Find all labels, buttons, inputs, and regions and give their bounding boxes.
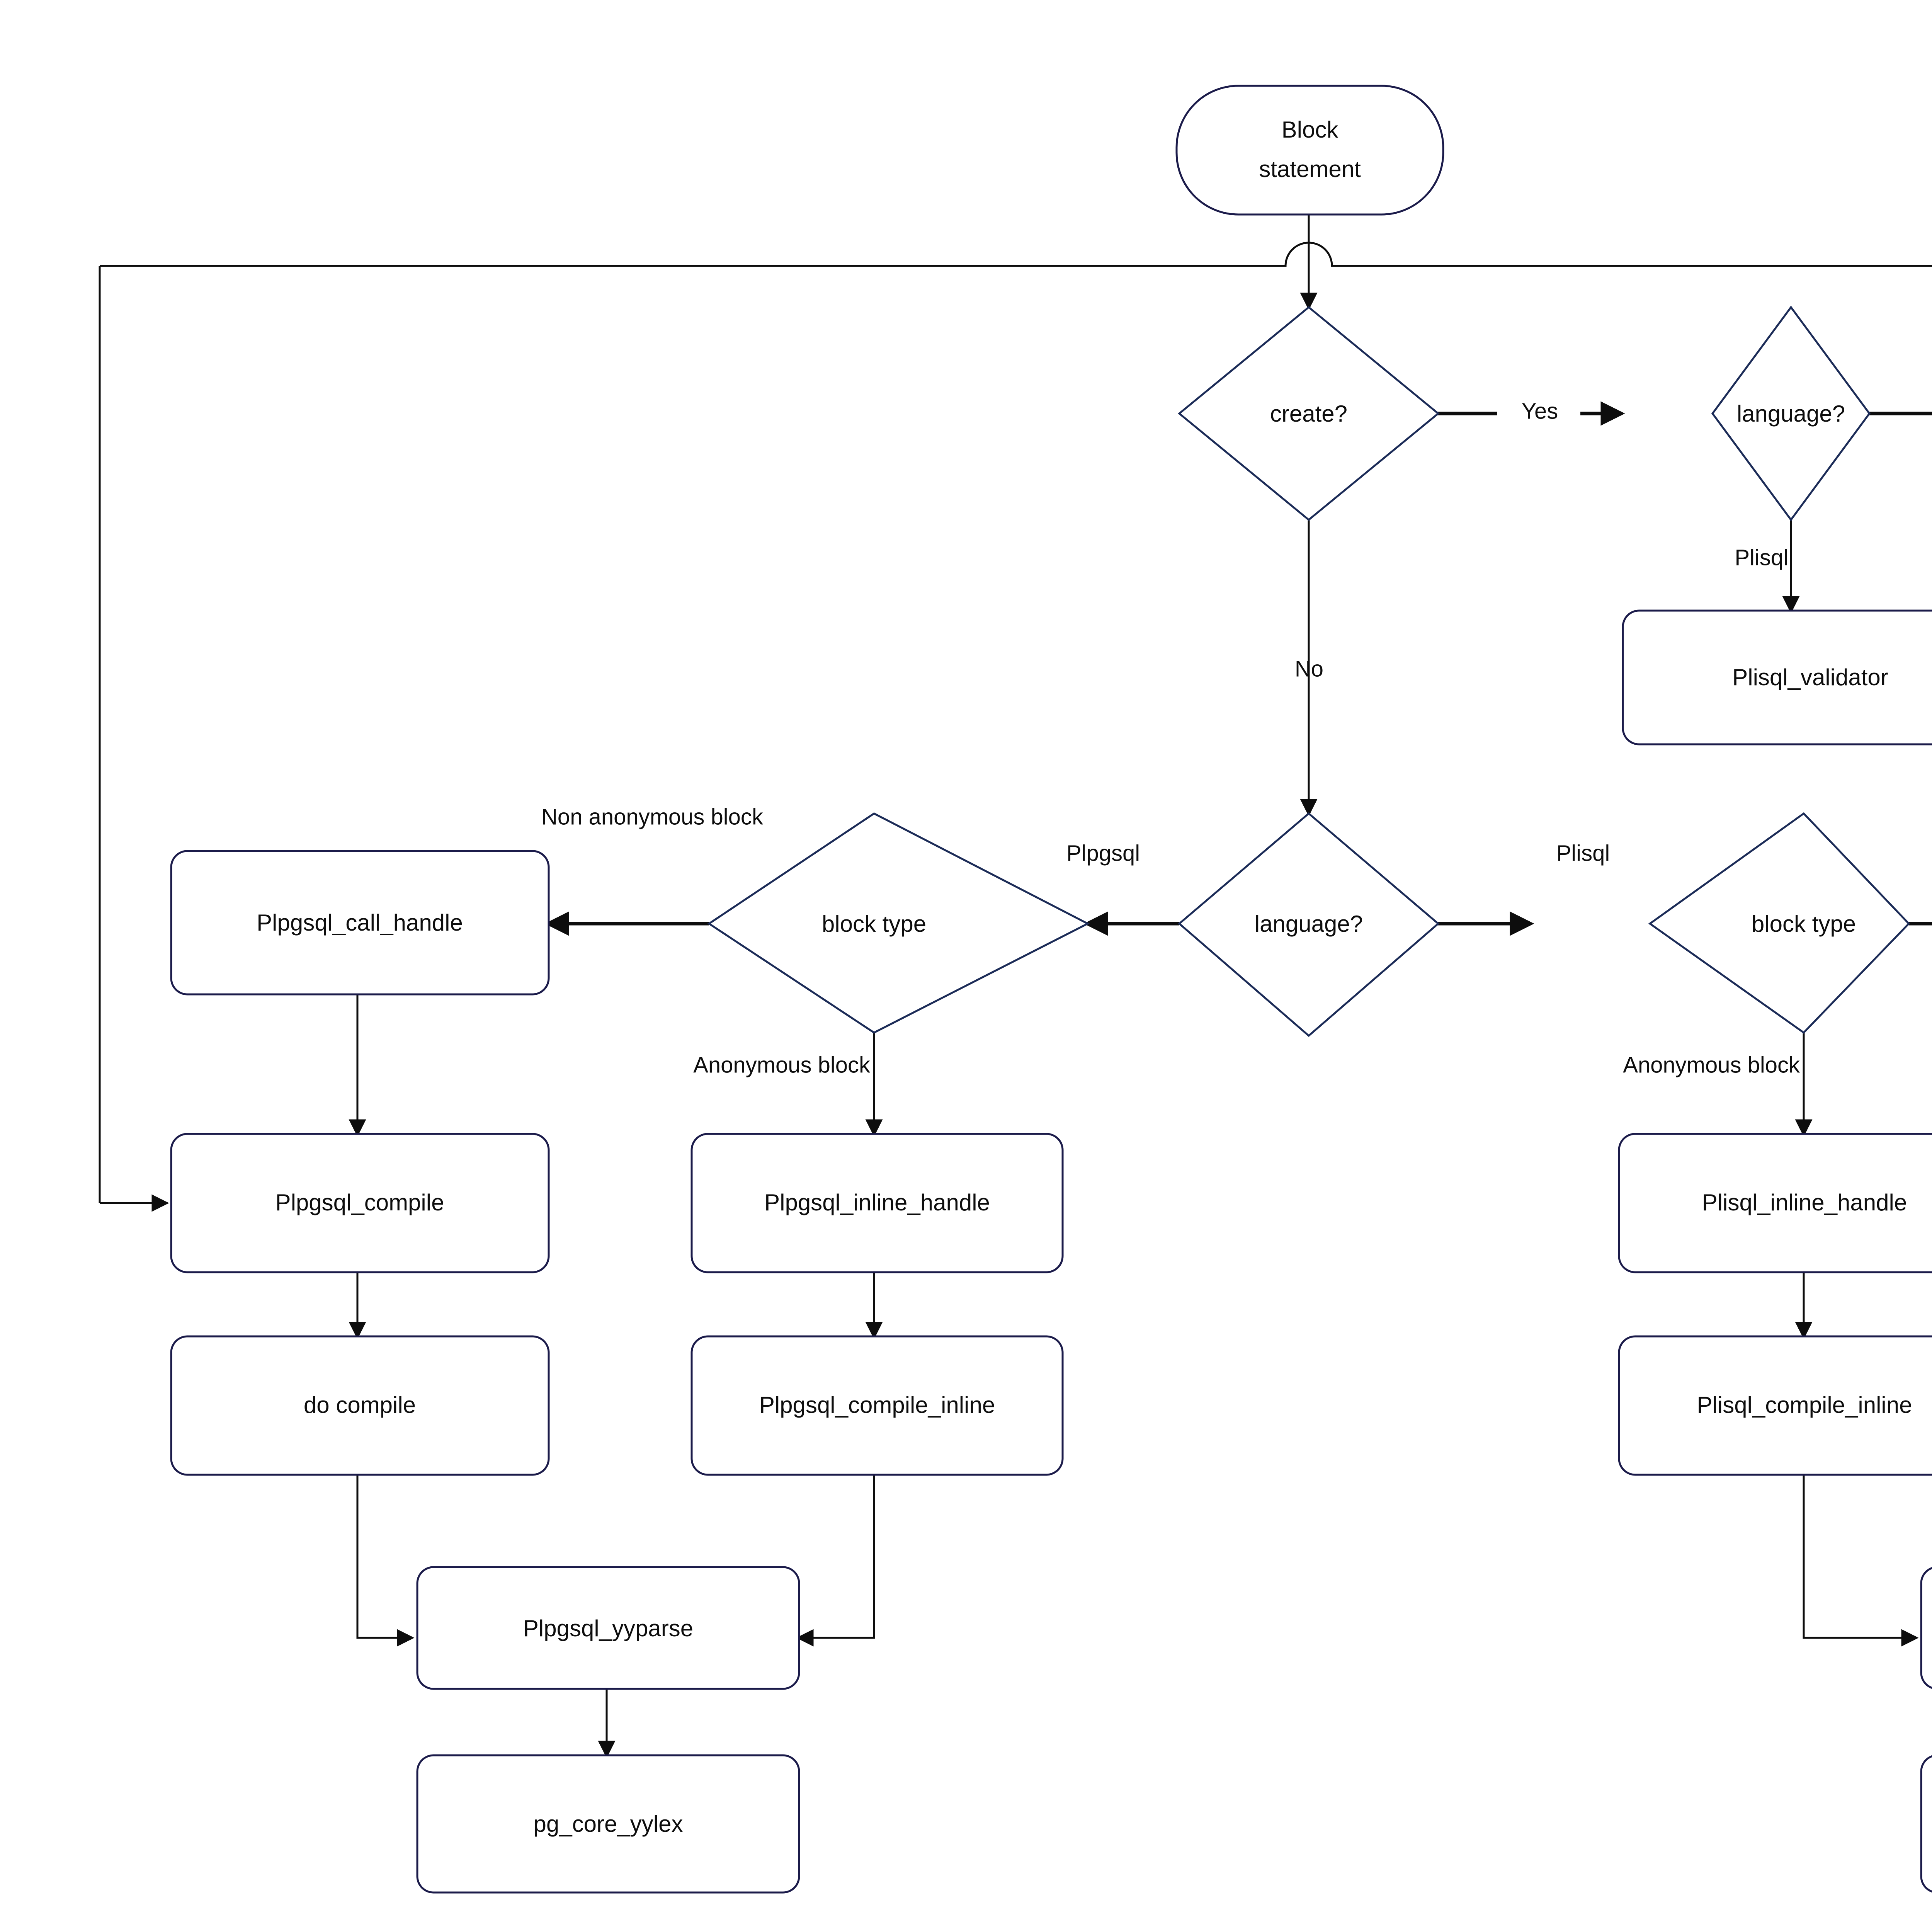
node-plisql-yyparse[interactable]: Plisql_yyparse: [1920, 1567, 1932, 1689]
node-plisql-compile-inline[interactable]: Plisql_compile_inline: [1618, 1335, 1932, 1476]
edge-plpgsqlcompileinline-to-yyparse: [796, 1475, 875, 1647]
edge-label-anon-right: Anonymous block: [1623, 1052, 1800, 1077]
node-start-line2: statement: [1259, 156, 1361, 182]
node-plisql-inline-handle[interactable]: Plisql_inline_handle: [1618, 1133, 1932, 1273]
node-top-language-decision[interactable]: language?: [1711, 305, 1871, 522]
edge-label-yes: Yes: [1522, 398, 1558, 424]
node-mid-language-decision[interactable]: language?: [1178, 812, 1440, 1037]
node-top-language-label: language?: [1737, 401, 1845, 427]
edge-plisqlcompileinline-to-yyparse: [1803, 1475, 1919, 1647]
edge-label-plisql-mid: Plisql: [1556, 841, 1610, 866]
node-plpgsql-compile-label: Plpgsql_compile: [276, 1190, 444, 1215]
node-plpgsql-inline-handle[interactable]: Plpgsql_inline_handle: [690, 1133, 1064, 1273]
node-plpgsql-call-handle[interactable]: Plpgsql_call_handle: [170, 850, 550, 996]
node-create-label: create?: [1270, 401, 1347, 427]
node-create-decision[interactable]: create?: [1178, 306, 1440, 521]
node-right-block-type-label: block type: [1752, 911, 1856, 937]
edge-docompile-to-plpgsqlyyparse: [356, 1475, 415, 1647]
node-plpgsql-yyparse-label: Plpgsql_yyparse: [523, 1615, 693, 1641]
node-pg-core-yylex[interactable]: pg_core_yylex: [416, 1754, 800, 1894]
node-plisql-compile-inline-label: Plisql_compile_inline: [1697, 1392, 1912, 1418]
edge-label-plisql-top: Plisql: [1735, 545, 1788, 570]
node-plisql-validator[interactable]: Plisql_validator: [1622, 609, 1932, 745]
node-plisql-validator-label: Plisql_validator: [1732, 664, 1888, 690]
node-plisql-inline-handle-label: Plisql_inline_handle: [1702, 1190, 1907, 1215]
node-mid-language-label: language?: [1255, 911, 1363, 937]
node-start[interactable]: Block statement: [1175, 85, 1444, 216]
node-ora-core-yylex[interactable]: ora_core_yylex: [1920, 1755, 1932, 1893]
node-plpgsql-compile-inline-label: Plpgsql_compile_inline: [759, 1392, 995, 1418]
edge-label-no: No: [1295, 656, 1323, 681]
node-left-block-type-label: block type: [822, 911, 926, 937]
node-right-block-type[interactable]: block type: [1648, 812, 1910, 1034]
edge-label-non-anon-left: Non anonymous block: [541, 804, 764, 829]
node-plpgsql-yyparse[interactable]: Plpgsql_yyparse: [416, 1566, 800, 1690]
node-left-block-type[interactable]: block type: [707, 812, 1090, 1034]
node-plpgsql-compile[interactable]: Plpgsql_compile: [170, 1133, 550, 1273]
node-do-compile-left-label: do compile: [304, 1392, 416, 1418]
edge-label-plpgsql-mid: Plpgsql: [1066, 841, 1140, 866]
node-plpgsql-inline-handle-label: Plpgsql_inline_handle: [764, 1190, 990, 1215]
edge-label-anon-left: Anonymous block: [693, 1052, 871, 1077]
node-plpgsql-compile-inline[interactable]: Plpgsql_compile_inline: [690, 1335, 1064, 1476]
node-pg-core-yylex-label: pg_core_yylex: [534, 1811, 683, 1837]
node-plpgsql-call-handle-label: Plpgsql_call_handle: [257, 910, 463, 936]
node-start-line1: Block: [1282, 117, 1339, 143]
node-do-compile-left[interactable]: do compile: [170, 1335, 550, 1476]
